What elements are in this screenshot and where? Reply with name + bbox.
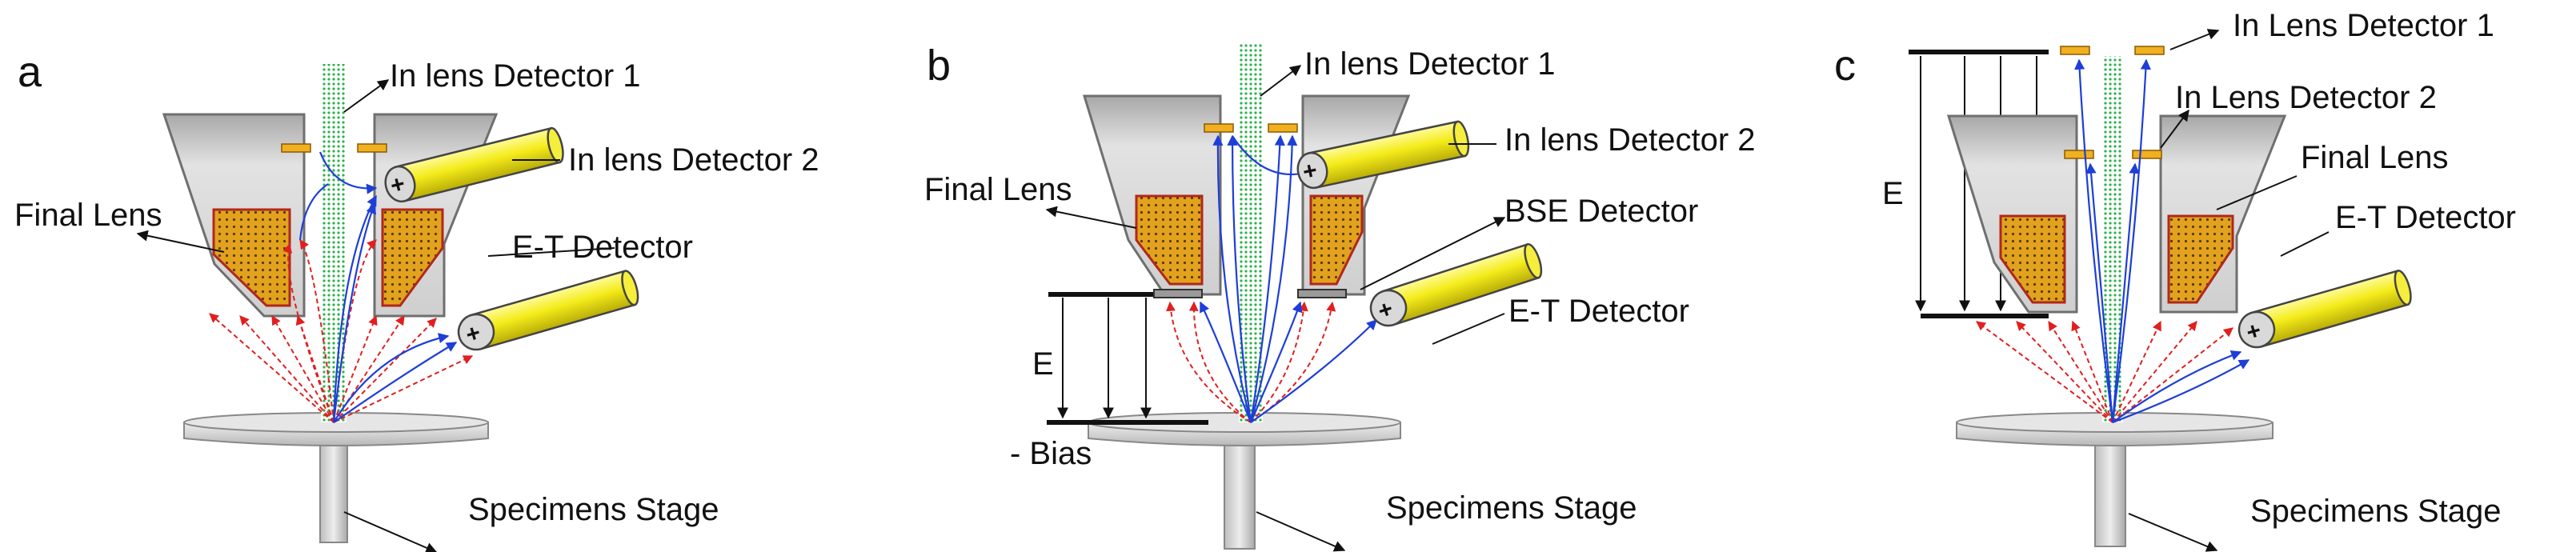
final-lens-left xyxy=(1082,94,1222,298)
backscattered-rays xyxy=(298,151,458,423)
specimen-stage xyxy=(1088,412,1401,550)
in-lens-detector-plate xyxy=(2134,46,2165,55)
label-in-lens-detector-2: In lens Detector 2 xyxy=(1504,122,1756,158)
leader-line xyxy=(2280,231,2330,257)
in-lens-detector-plate xyxy=(357,143,387,153)
in-lens-detector-plate xyxy=(2064,150,2094,159)
leader-line xyxy=(1260,65,1302,97)
leader-line xyxy=(136,230,225,253)
label-in-lens-detector-1: In lens Detector 1 xyxy=(1304,46,1556,82)
label-specimens-stage: Specimens Stage xyxy=(2250,494,2502,529)
panel-letter: b xyxy=(927,42,951,90)
leader-line xyxy=(343,511,438,552)
label-in-lens-detector-2: In Lens Detector 2 xyxy=(2175,80,2437,115)
label-specimens-stage: Specimens Stage xyxy=(1386,490,1637,526)
in-lens-detector-plate xyxy=(281,143,311,153)
final-lens-right xyxy=(2159,114,2287,314)
leader-line xyxy=(1360,217,1506,290)
et-detector: + xyxy=(1369,242,1543,327)
panel-letter: c xyxy=(1834,42,1856,90)
label-bse-detector: BSE Detector xyxy=(1504,194,1698,229)
leader-line xyxy=(2128,513,2218,552)
label-in-lens-detector-1: In lens Detector 1 xyxy=(390,58,641,94)
in-lens-detector-plate xyxy=(2060,46,2090,55)
panel-a: a xyxy=(14,48,819,552)
panel-c: c xyxy=(1834,8,2516,552)
in-lens-detector-plate xyxy=(2132,150,2162,159)
label-et-detector: E-T Detector xyxy=(1508,294,1689,329)
label-final-lens: Final Lens xyxy=(14,198,162,233)
in-lens-detector-plate xyxy=(1204,123,1234,133)
secondary-electron-rays xyxy=(209,239,474,423)
in-lens-detector-2: + xyxy=(384,126,564,203)
label-final-lens: Final Lens xyxy=(2301,140,2449,175)
leader-line xyxy=(2216,175,2298,210)
leader-line xyxy=(1432,313,1505,345)
specimen-stage xyxy=(1956,412,2274,547)
final-lens-left xyxy=(1946,114,2078,314)
label-et-detector: E-T Detector xyxy=(512,230,693,265)
label-in-lens-detector-2: In lens Detector 2 xyxy=(568,142,819,178)
final-lens-right xyxy=(373,113,499,318)
in-lens-detector-2: + xyxy=(1296,120,1470,190)
label-final-lens: Final Lens xyxy=(924,172,1072,207)
final-lens-left xyxy=(162,113,306,318)
backscattered-rays xyxy=(1200,134,1377,423)
panel-b: b xyxy=(924,42,1756,552)
et-detector: + xyxy=(2237,269,2412,349)
label-field: E xyxy=(1032,346,1054,382)
in-lens-detector-plate xyxy=(1268,123,1298,133)
secondary-electron-rays xyxy=(1976,320,2233,423)
specimen-stage xyxy=(183,412,489,543)
label-field: E xyxy=(1882,176,1904,211)
leader-line xyxy=(2160,109,2189,149)
label-specimens-stage: Specimens Stage xyxy=(468,492,719,527)
label-bias: - Bias xyxy=(1010,436,1092,471)
leader-line xyxy=(1045,206,1137,229)
final-lens-right xyxy=(1297,94,1411,298)
backscattered-rays xyxy=(2074,58,2250,424)
leader-line xyxy=(2169,29,2220,50)
et-detector: + xyxy=(457,270,639,351)
leader-line xyxy=(487,247,615,257)
label-et-detector: E-T Detector xyxy=(2335,200,2516,235)
panel-letter: a xyxy=(18,48,42,96)
leader-line xyxy=(343,79,390,113)
label-in-lens-detector-1: In Lens Detector 1 xyxy=(2233,8,2494,43)
leader-line xyxy=(1256,511,1346,552)
